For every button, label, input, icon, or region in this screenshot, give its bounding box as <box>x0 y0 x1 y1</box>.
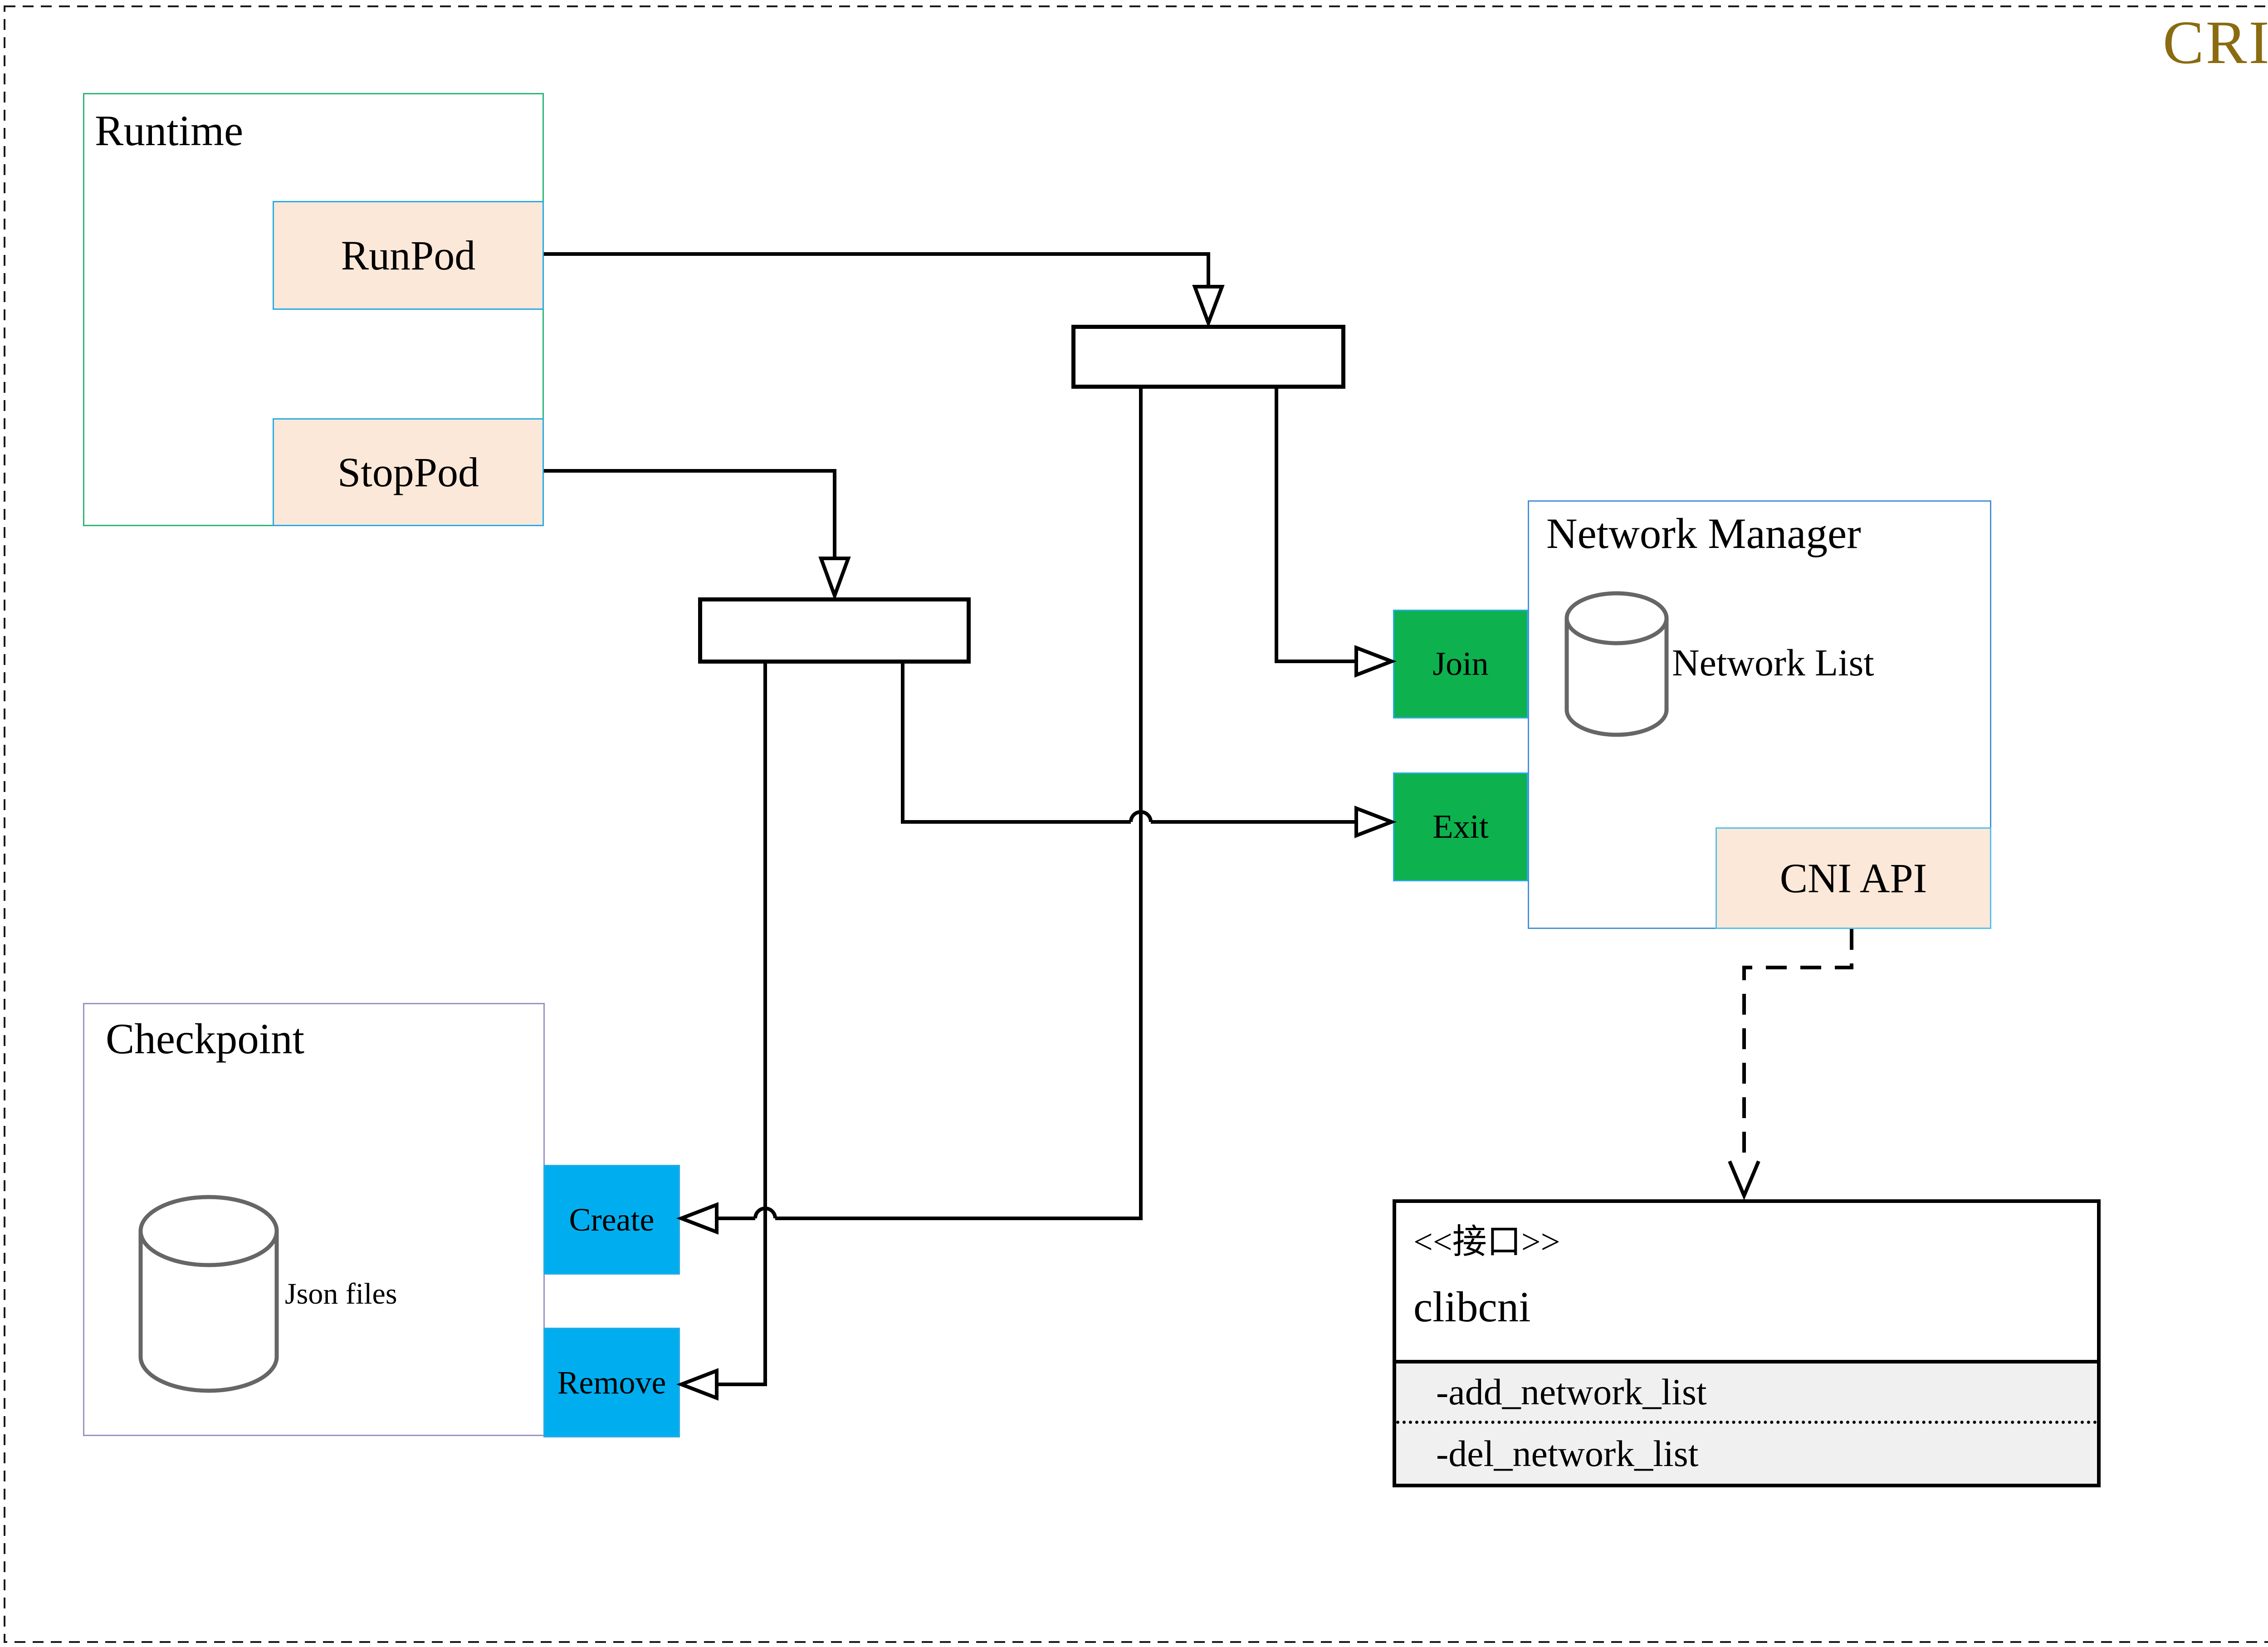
exit-node: Exit <box>1393 772 1528 881</box>
cni-api-node: CNI API <box>1716 827 1991 929</box>
connector-fork1-to-join <box>1275 389 1356 663</box>
runtime-title: Runtime <box>95 107 244 155</box>
arrowhead-left-icon <box>676 1368 719 1401</box>
remove-label: Remove <box>557 1364 666 1401</box>
arrowhead-right-icon <box>1354 806 1397 838</box>
json-files-label: Json files <box>285 1277 397 1310</box>
clibcni-interface-box: <<接口>> clibcni -add_network_list -del_ne… <box>1393 1199 2101 1487</box>
arrowhead-down-icon <box>1192 285 1225 328</box>
database-icon <box>138 1231 279 1393</box>
runpod-node: RunPod <box>273 201 544 310</box>
clibcni-method-row: -del_network_list <box>1396 1424 2097 1484</box>
database-icon <box>1564 591 1669 645</box>
clibcni-method-row: -add_network_list <box>1396 1364 2097 1424</box>
cri-badge: CRI <box>2163 9 2268 77</box>
checkpoint-title: Checkpoint <box>106 1015 304 1063</box>
connector-stoppod-to-fork2 <box>544 469 836 558</box>
network-manager-title: Network Manager <box>1546 509 1861 557</box>
page-dashed-border <box>4 5 2268 1643</box>
connector-fork2-to-remove <box>718 664 767 1386</box>
clibcni-add-method: -add_network_list <box>1436 1371 1707 1412</box>
remove-node: Remove <box>543 1328 680 1437</box>
arrowhead-right-icon <box>1354 645 1397 678</box>
database-icon <box>138 1195 279 1267</box>
clibcni-del-method: -del_network_list <box>1436 1433 1699 1474</box>
clibcni-stereotype: <<接口>> <box>1413 1223 1560 1261</box>
runpod-label: RunPod <box>341 232 476 279</box>
connector-fork2-to-exit <box>901 664 1131 824</box>
connector-runpod-to-fork1 <box>544 252 1210 286</box>
dependency-cni-to-clibcni <box>1742 929 1853 1159</box>
connector-fork1-to-create <box>775 389 1143 1220</box>
stoppod-label: StopPod <box>337 449 479 495</box>
cni-api-label: CNI API <box>1779 855 1927 901</box>
create-label: Create <box>569 1202 655 1238</box>
clibcni-title-section: <<接口>> clibcni <box>1396 1203 2097 1360</box>
stoppod-node: StopPod <box>273 418 544 526</box>
clibcni-name: clibcni <box>1413 1283 1531 1331</box>
join-node: Join <box>1393 610 1528 718</box>
exit-label: Exit <box>1432 808 1489 845</box>
arrowhead-left-icon <box>676 1202 719 1235</box>
database-icon <box>1564 618 1669 737</box>
create-node: Create <box>543 1165 680 1275</box>
arrowhead-down-icon <box>818 557 851 601</box>
network-list-label: Network List <box>1672 642 1874 684</box>
arrowhead-open-down-icon <box>1728 1160 1760 1201</box>
join-label: Join <box>1432 645 1489 683</box>
clibcni-methods-section: -add_network_list -del_network_list <box>1396 1360 2097 1484</box>
